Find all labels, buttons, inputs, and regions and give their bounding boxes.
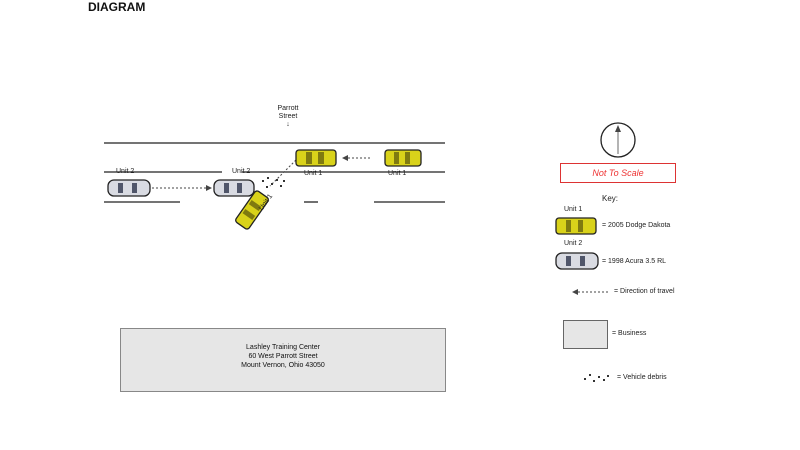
street-name-line2: Street	[278, 113, 298, 120]
key-business-swatch	[563, 320, 608, 349]
unit2-left-label: Unit 2	[116, 168, 135, 175]
unit1-top-label: Unit 1	[304, 170, 323, 177]
key-unit2-label: Unit 2	[564, 240, 583, 247]
not-to-scale-label: Not To Scale	[560, 163, 676, 183]
business-city: Mount Vernon, Ohio 43050	[241, 362, 325, 369]
vehicle-debris-icon	[262, 177, 285, 188]
street-arrow-icon: ↓	[286, 121, 290, 128]
unit1-vehicle-right	[384, 149, 422, 167]
unit1-travel-arrow-icon	[342, 155, 348, 161]
business-box: Lashley Training Center 60 West Parrott …	[120, 328, 446, 392]
unit2-travel-arrow-icon	[206, 185, 212, 191]
unit1-vehicle-angled	[235, 190, 269, 230]
business-address: 60 West Parrott Street	[248, 353, 318, 360]
diagram-title: DIAGRAM	[88, 0, 146, 14]
key-unit1-desc: = 2005 Dodge Dakota	[602, 222, 671, 229]
key-debris-icon	[584, 374, 609, 382]
key-unit1-label: Unit 1	[564, 206, 583, 213]
unit2-vehicle-mid	[213, 179, 255, 197]
key-business-desc: = Business	[612, 330, 647, 337]
unit2-vehicle-left	[107, 179, 151, 197]
key-unit1-swatch-icon	[555, 217, 597, 235]
unit1-turn-path	[269, 159, 297, 187]
north-compass-icon	[600, 122, 636, 158]
unit1-vehicle-top	[295, 149, 337, 167]
key-title: Key:	[602, 194, 619, 203]
unit2-mid-label: Unit 2	[232, 168, 251, 175]
key-debris-desc: = Vehicle debris	[617, 374, 667, 381]
business-name: Lashley Training Center	[246, 344, 320, 351]
street-label: Parrott Street ↓	[268, 105, 308, 129]
unit1-right-label: Unit 1	[388, 170, 407, 177]
key-unit2-swatch-icon	[555, 252, 599, 270]
key-unit2-desc: = 1998 Acura 3.5 RL	[602, 258, 667, 265]
key-direction-desc: = Direction of travel	[614, 288, 675, 295]
street-name-line1: Parrott	[277, 105, 299, 112]
key-direction-arrow-icon	[572, 289, 608, 295]
